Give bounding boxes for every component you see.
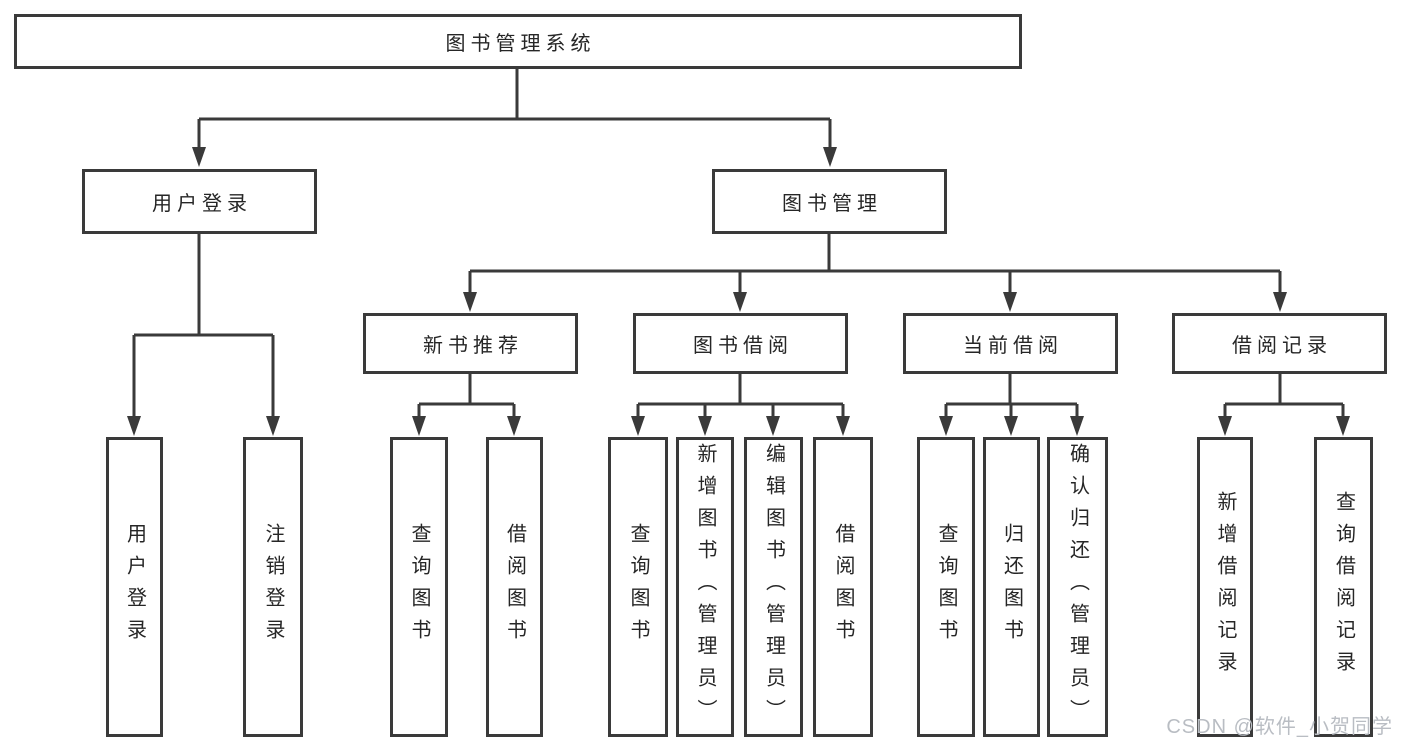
node-leaf-user-login: 用户登录 bbox=[106, 437, 163, 737]
node-label: 用户登录 bbox=[152, 193, 252, 215]
node-label: 图书管理 bbox=[782, 193, 882, 215]
arrowhead-icon bbox=[733, 292, 747, 312]
node-label: 查询图书 bbox=[935, 523, 957, 651]
node-label: 查询图书 bbox=[408, 523, 430, 651]
arrowhead-icon bbox=[1218, 416, 1232, 436]
arrowhead-icon bbox=[939, 416, 953, 436]
arrowhead-icon bbox=[1336, 416, 1350, 436]
node-book-mgmt: 图书管理 bbox=[712, 169, 947, 234]
node-label: 图书管理系统 bbox=[445, 33, 596, 55]
node-label: 当前借阅 bbox=[963, 335, 1063, 357]
node-leaf-bb-query-books: 查询图书 bbox=[608, 437, 668, 737]
node-label: 新增图书（管理员） bbox=[694, 443, 716, 731]
node-label: 新书推荐 bbox=[423, 335, 523, 357]
node-book-borrow: 图书借阅 bbox=[633, 313, 848, 374]
arrowhead-icon bbox=[1070, 416, 1084, 436]
node-label: 借阅图书 bbox=[503, 523, 526, 651]
node-user-login: 用户登录 bbox=[82, 169, 317, 234]
arrowhead-icon bbox=[1273, 292, 1287, 312]
node-label: 用户登录 bbox=[123, 523, 146, 651]
node-label: 借阅图书 bbox=[832, 523, 854, 651]
arrowhead-icon bbox=[631, 416, 645, 436]
arrowhead-icon bbox=[507, 416, 521, 436]
node-new-book-rec: 新书推荐 bbox=[363, 313, 578, 374]
arrowhead-icon bbox=[823, 147, 837, 167]
node-root: 图书管理系统 bbox=[14, 14, 1022, 69]
node-current-borrow: 当前借阅 bbox=[903, 313, 1118, 374]
node-leaf-bb-borrow-books: 借阅图书 bbox=[813, 437, 873, 737]
arrowhead-icon bbox=[266, 416, 280, 436]
node-leaf-logout: 注销登录 bbox=[243, 437, 303, 737]
node-leaf-bb-add-books: 新增图书（管理员） bbox=[676, 437, 734, 737]
node-leaf-cb-return-books: 归还图书 bbox=[983, 437, 1040, 737]
node-leaf-nbr-query-books: 查询图书 bbox=[390, 437, 448, 737]
arrowhead-icon bbox=[698, 416, 712, 436]
node-label: 编辑图书（管理员） bbox=[762, 443, 785, 731]
arrowhead-icon bbox=[1004, 416, 1018, 436]
csdn-watermark: CSDN @软件_小贺同学 bbox=[1166, 716, 1393, 738]
node-label: 查询图书 bbox=[627, 523, 649, 651]
node-leaf-bb-edit-books: 编辑图书（管理员） bbox=[744, 437, 803, 737]
node-leaf-nbr-borrow-books: 借阅图书 bbox=[486, 437, 543, 737]
node-label: 新增借阅记录 bbox=[1214, 491, 1236, 683]
node-label: 借阅记录 bbox=[1232, 335, 1332, 357]
arrowhead-icon bbox=[463, 292, 477, 312]
node-label: 确认归还（管理员） bbox=[1066, 443, 1089, 731]
arrowhead-icon bbox=[412, 416, 426, 436]
node-leaf-br-add-record: 新增借阅记录 bbox=[1197, 437, 1253, 737]
arrowhead-icon bbox=[836, 416, 850, 436]
arrowhead-icon bbox=[192, 147, 206, 167]
node-label: 图书借阅 bbox=[693, 335, 793, 357]
node-borrow-records: 借阅记录 bbox=[1172, 313, 1387, 374]
node-leaf-cb-confirm-return: 确认归还（管理员） bbox=[1047, 437, 1108, 737]
node-label: 查询借阅记录 bbox=[1332, 491, 1355, 683]
arrowhead-icon bbox=[1003, 292, 1017, 312]
node-leaf-cb-query-books: 查询图书 bbox=[917, 437, 975, 737]
node-label: 归还图书 bbox=[1000, 523, 1023, 651]
node-label: 注销登录 bbox=[262, 523, 284, 651]
arrowhead-icon bbox=[127, 416, 141, 436]
arrowhead-icon bbox=[766, 416, 780, 436]
node-leaf-br-query-record: 查询借阅记录 bbox=[1314, 437, 1373, 737]
